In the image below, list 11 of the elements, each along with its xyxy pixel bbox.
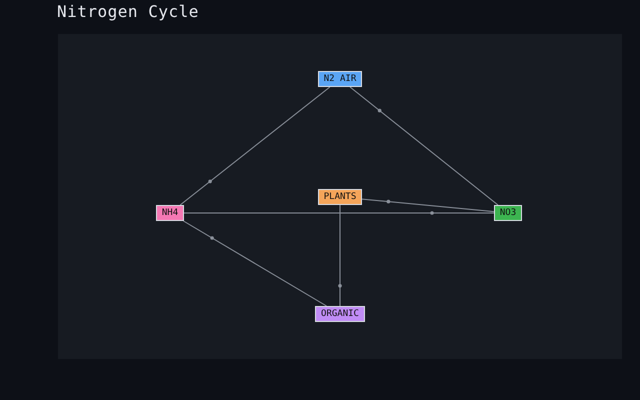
node-box: N2 AIR — [318, 71, 362, 87]
node-box: ORGANIC — [315, 306, 365, 322]
node-box: NH4 — [156, 205, 184, 221]
connector-line — [350, 86, 498, 206]
node-box: NO3 — [494, 205, 522, 221]
connector-line — [362, 198, 494, 212]
connector-line — [184, 212, 494, 214]
connector-line — [182, 220, 328, 306]
diagram-title: Nitrogen Cycle — [57, 2, 199, 21]
node-box: PLANTS — [318, 189, 362, 205]
connector-line — [180, 86, 330, 206]
